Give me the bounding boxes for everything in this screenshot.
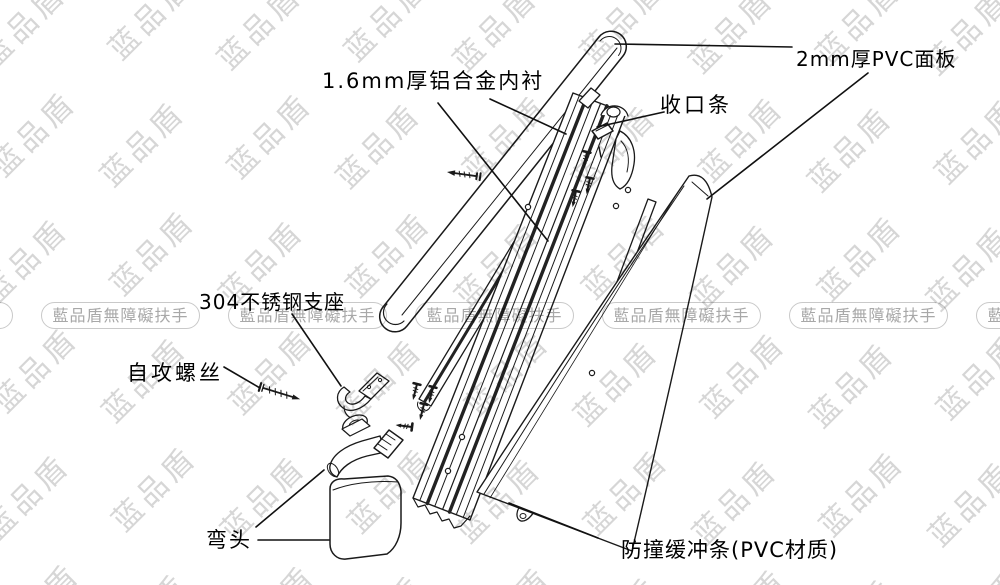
leader-elbow-1 (255, 469, 325, 528)
pvc-tube-part (378, 30, 628, 333)
assembly-screw-part (447, 170, 482, 182)
label-elbow: 弯头 (206, 528, 252, 552)
aluminium-liner-rail-part (412, 87, 629, 529)
label-bracket: 304不锈钢支座 (199, 290, 346, 314)
label-pvc-panel: 2mm厚PVC面板 (796, 47, 957, 71)
pvc-face-panel-part (476, 174, 713, 552)
leader-lines (223, 43, 869, 541)
label-closing-strip: 收口条 (660, 93, 732, 117)
leader-buffer-strip (508, 502, 599, 539)
bracket-part (336, 372, 390, 437)
label-inner-liner: 1.6mm厚铝合金内衬 (322, 69, 545, 93)
label-buffer-strip: 防撞缓冲条(PVC材质) (621, 538, 839, 562)
leader-closing-strip (596, 111, 665, 128)
leader-pvc-panel-1 (614, 43, 793, 48)
leader-inner-liner-2 (489, 98, 567, 135)
leader-inner-liner-1 (437, 102, 549, 242)
label-self-tapping-screw: 自攻螺丝 (127, 361, 223, 385)
self-tapping-screw-part (257, 382, 301, 400)
elbow-part (326, 429, 404, 560)
leader-self-tapping-screw (223, 366, 261, 389)
screw-head-dots (444, 186, 632, 475)
leader-pvc-panel-2 (706, 72, 869, 200)
leader-bracket (291, 313, 342, 387)
